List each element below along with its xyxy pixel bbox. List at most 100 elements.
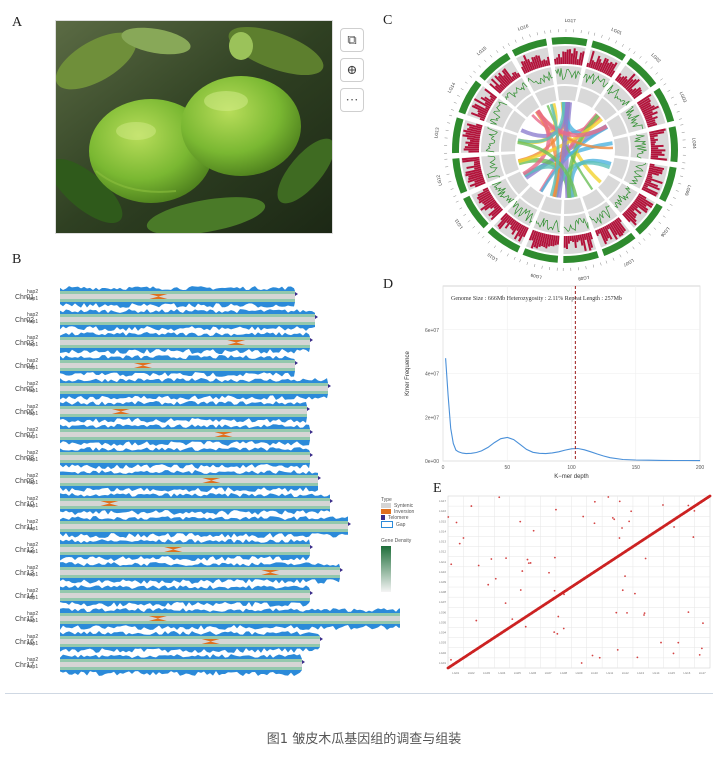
haplotype1-label: hap1	[27, 503, 39, 509]
gene-density-bar	[500, 212, 508, 221]
gene-density-bar	[468, 172, 483, 178]
gene-density-bar	[574, 51, 578, 65]
gene-density-bar	[641, 187, 657, 197]
circos-tick	[600, 262, 602, 266]
circos-tick	[667, 89, 671, 92]
hap2-coverage	[60, 631, 320, 636]
gene-density-bar	[521, 66, 527, 75]
chromosome-label: LG07	[622, 258, 634, 268]
gene-density-bar	[590, 60, 595, 69]
gene-density-bar	[632, 89, 642, 98]
haplotype1-label: hap1	[27, 434, 39, 440]
circos-tick	[585, 266, 587, 270]
synteny-link	[535, 109, 608, 138]
gene-density-bar	[573, 235, 577, 248]
gene-density-bar	[503, 68, 515, 82]
circos-tick	[605, 260, 608, 264]
hap2-coverage	[60, 447, 310, 452]
gene-density-bar	[596, 229, 601, 235]
repeat-track	[581, 68, 611, 95]
chromosome-ideogram	[601, 232, 636, 256]
more-icon[interactable]: ···	[340, 88, 364, 112]
gene-density-bar	[527, 58, 534, 71]
snp-track	[540, 196, 562, 214]
gene-density-bar	[571, 235, 575, 243]
gene-density-bar	[630, 204, 642, 215]
gene-density-bar	[483, 197, 495, 206]
circos-tick	[455, 200, 459, 203]
chromosome-label: LG04	[692, 138, 698, 150]
haplotype2-label: hap2	[27, 312, 39, 318]
circos-tick	[680, 124, 684, 126]
off-diagonal-dot	[555, 508, 557, 511]
chromosome-ideogram	[626, 58, 657, 88]
telomere-marker	[318, 476, 321, 480]
hap1-coverage	[60, 509, 330, 515]
legend-density-gradient	[381, 546, 391, 592]
gene-density-bar	[641, 105, 655, 113]
gene-density-bar	[650, 151, 662, 154]
gene-density-bar	[635, 198, 647, 208]
gene-density-bar	[604, 61, 613, 75]
gene-density-bar	[595, 229, 599, 237]
legend-telomere: Telomere	[381, 515, 426, 521]
circos-tick	[628, 47, 631, 51]
gene-density-bar	[473, 162, 481, 166]
gene-density-bar	[637, 97, 650, 106]
chromosome-ideogram	[563, 251, 599, 263]
synteny-link	[517, 101, 566, 144]
chromosome-ideogram	[479, 53, 511, 81]
chromosome-ideogram	[458, 80, 482, 115]
gene-density-bar	[502, 74, 512, 85]
off-diagonal-dot	[487, 583, 490, 586]
dotplot-y-tick: LG16	[439, 509, 446, 513]
gene-density-bar	[621, 78, 628, 86]
snp-track	[521, 186, 544, 209]
chromosome-label: Chr08	[15, 455, 35, 462]
chromosome-label: Chr16	[15, 639, 35, 646]
circos-tick	[588, 31, 590, 35]
gene-density-bar	[545, 60, 549, 66]
inversion-block	[214, 432, 233, 437]
zoom-icon[interactable]: ⊕	[340, 58, 364, 82]
circos-tick	[493, 245, 496, 249]
haplotype1-label: hap1	[27, 641, 39, 647]
diagonal-dot	[708, 494, 712, 498]
dotplot-x-tick: LG09	[576, 671, 583, 675]
off-diagonal-dot	[621, 589, 624, 592]
circos-tick	[621, 44, 624, 47]
gene-density-bar	[550, 234, 554, 247]
snp-track	[577, 87, 600, 108]
circos-tick	[481, 235, 485, 239]
haplotype2-label: hap2	[27, 611, 39, 617]
dotplot-x-tick: LG03	[483, 671, 490, 675]
hap2-coverage	[60, 493, 330, 498]
repeat-track	[481, 155, 505, 183]
image-edit-icon[interactable]: ⧉	[340, 28, 364, 52]
gene-density-bar	[636, 196, 653, 209]
haplotype2-label: hap2	[27, 404, 39, 410]
gene-density-bar	[469, 179, 485, 188]
dotplot-y-tick: LG10	[439, 570, 446, 574]
circos-tick	[678, 183, 682, 185]
gene-density-bar	[637, 194, 654, 207]
gene-density-bar	[497, 72, 510, 86]
snp-track	[582, 189, 605, 211]
hap1-coverage	[60, 417, 307, 423]
circos-tick	[473, 70, 476, 74]
circos-tick	[601, 34, 603, 38]
gene-density-bar	[650, 144, 664, 148]
gene-density-bar	[644, 111, 658, 119]
off-diagonal-dot	[450, 658, 452, 661]
haplotype1-label: hap1	[27, 319, 39, 325]
circos-tick	[447, 122, 451, 124]
hap2-gene-density	[60, 659, 302, 662]
gene-density-bar	[523, 60, 530, 73]
gene-density-bar	[606, 63, 615, 76]
haplotype2-label: hap2	[27, 427, 39, 433]
gene-density-bar	[650, 138, 659, 142]
gc-content-line	[629, 162, 647, 185]
gene-density-bar	[575, 235, 579, 243]
gene-density-bar	[630, 86, 642, 96]
syntenic-block	[60, 455, 310, 460]
